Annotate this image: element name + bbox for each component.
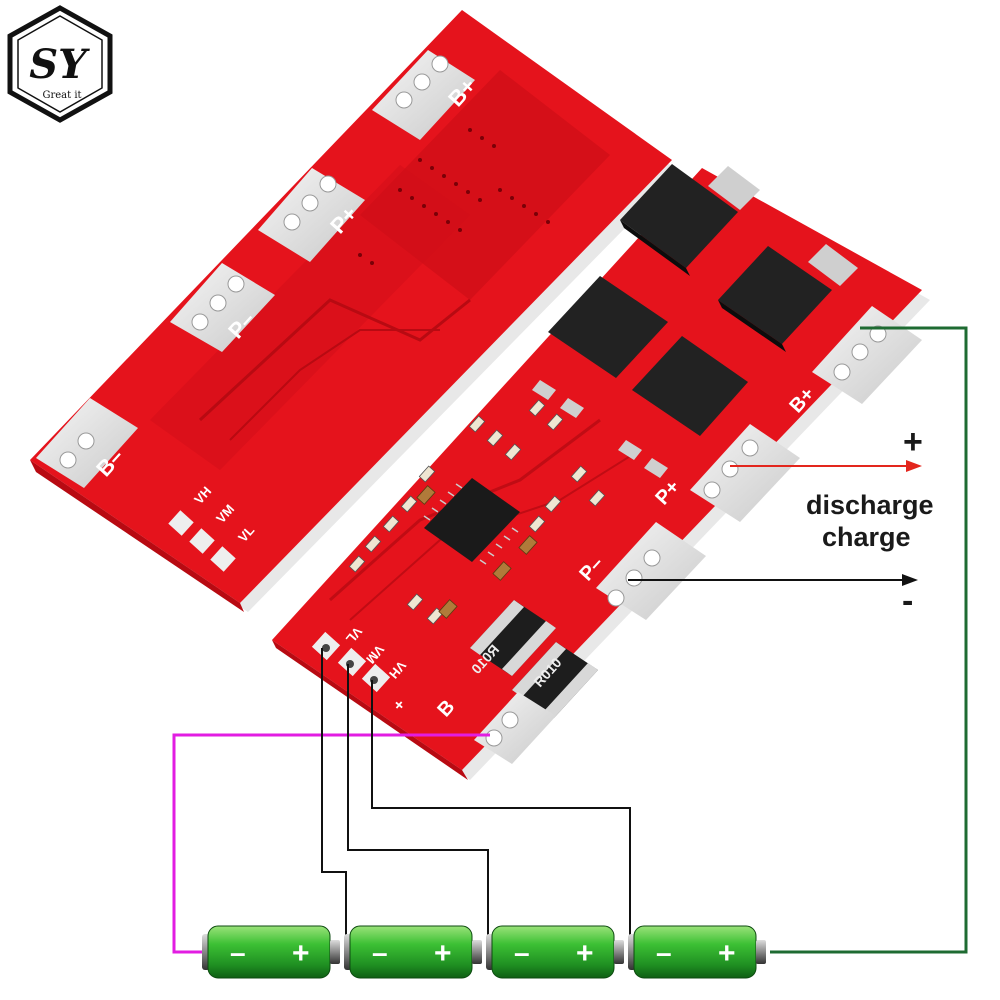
battery-3-minus: – (514, 937, 530, 968)
back-pad-b-plus: B+ (372, 50, 481, 140)
battery-2-minus: – (372, 937, 388, 968)
battery-4-minus: – (656, 937, 672, 968)
front-pcb-board: R010 R010 B+ P+ P– (272, 164, 930, 780)
shunt-resistor-1: R010 (468, 600, 556, 677)
p-plus-arrow-head (906, 460, 922, 472)
mosfet-4 (618, 336, 748, 478)
logo-tagline: Great it (42, 90, 81, 101)
mosfet-2 (718, 244, 858, 352)
mosfet-1 (620, 164, 760, 276)
smd-capacitors (416, 485, 538, 619)
battery-1-plus: + (292, 937, 310, 970)
battery-cell-3: – + (486, 925, 624, 979)
charge-label: charge (822, 522, 911, 552)
plus-sign-label: + (903, 423, 923, 461)
back-pad-p-plus: P+ (258, 168, 365, 262)
protection-ic (423, 478, 520, 565)
back-pcb-board: B+ P+ P– B– VH VM VL (30, 10, 680, 612)
battery-2-plus: + (434, 937, 452, 970)
discharge-label: discharge (806, 490, 934, 520)
battery-1-minus: – (230, 937, 246, 968)
battery-cell-1: – + (202, 925, 340, 979)
mosfet-3 (532, 276, 668, 418)
battery-cell-4: – + (628, 925, 766, 979)
battery-cell-2: – + (344, 925, 482, 979)
back-pad-p-minus: P– (170, 263, 275, 352)
back-via-array (358, 128, 550, 265)
battery-pack: – + – + – + – + (202, 925, 766, 979)
b-plus-wire (770, 326, 968, 954)
battery-3-plus: + (576, 937, 594, 970)
battery-4-plus: + (718, 937, 736, 970)
p-minus-arrow-head (902, 574, 918, 586)
wiring-diagram (172, 326, 968, 954)
balance-wire-vm (347, 664, 489, 950)
logo-letters: SY (29, 41, 90, 88)
balance-wire-vl (321, 648, 347, 950)
b-minus-wire (172, 733, 490, 954)
minus-sign-label: - (902, 582, 914, 620)
brand-logo: SY Great it (7, 5, 113, 123)
balance-wire-vh (371, 680, 631, 950)
smd-components (348, 399, 606, 625)
